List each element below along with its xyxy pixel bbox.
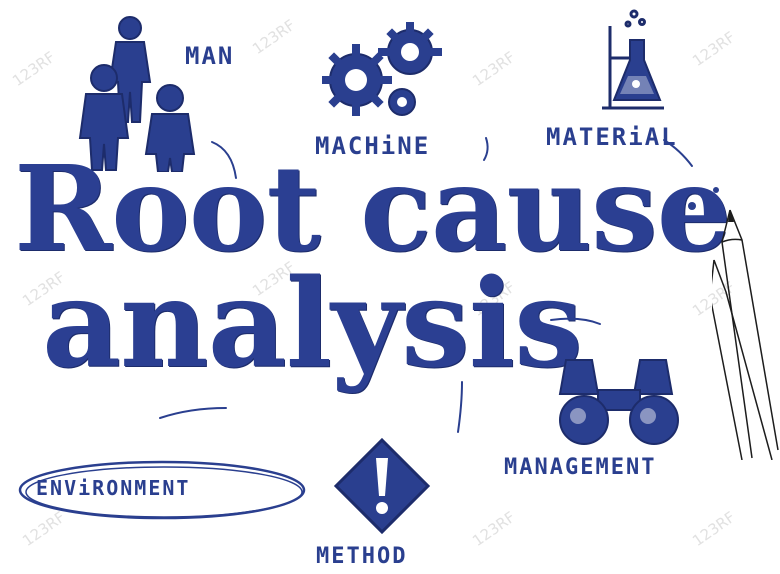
- label-method: METHOD: [316, 544, 408, 569]
- label-man: MAN: [185, 42, 235, 70]
- warning-diamond-icon: [332, 436, 432, 536]
- label-machine: MACHiNE: [315, 132, 431, 160]
- label-material: MATERiAL: [546, 123, 678, 151]
- environment-oval: [12, 456, 312, 526]
- flask-icon: [598, 6, 668, 112]
- label-management: MANAGEMENT: [504, 455, 657, 480]
- gears-icon: [322, 22, 442, 122]
- pencils-icon: [712, 200, 780, 460]
- title-line-2: analysis: [42, 251, 583, 395]
- people-icon: [78, 12, 208, 172]
- dots-decoration: [686, 184, 730, 218]
- title-line-1: Root cause: [14, 139, 732, 278]
- label-environment: ENViRONMENT: [36, 476, 191, 500]
- binoculars-icon: [556, 350, 682, 450]
